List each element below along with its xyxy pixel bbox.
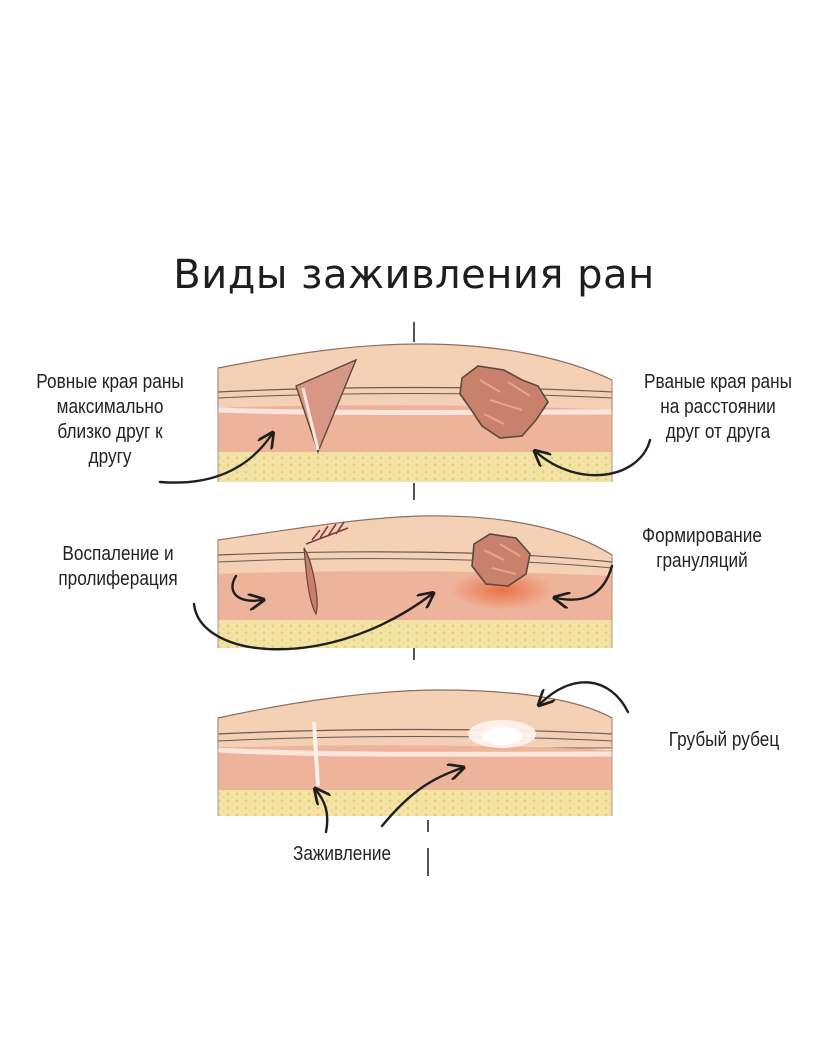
arrow-granulation bbox=[556, 564, 614, 600]
skin-panel-1 bbox=[217, 343, 613, 482]
epidermis-layer bbox=[217, 343, 613, 413]
center-dashed-line bbox=[413, 322, 429, 876]
arrow-healing-right bbox=[380, 768, 462, 828]
fat-layer bbox=[218, 452, 612, 482]
label-granulation: Формирование грануляций bbox=[642, 525, 762, 572]
fat-layer bbox=[218, 620, 612, 648]
arrow-even-edges bbox=[158, 434, 272, 484]
label-torn-edges: Рваные края раны на расстоянии друг от д… bbox=[644, 371, 792, 443]
arrow-inflammation-small bbox=[231, 574, 262, 601]
label-coarse-scar: Грубый рубец bbox=[668, 729, 780, 751]
label-inflammation: Воспаление и пролиферация bbox=[58, 543, 178, 590]
arrow-healing-left bbox=[316, 790, 327, 834]
epidermis-layer bbox=[217, 689, 613, 749]
label-healing: Заживление bbox=[292, 843, 392, 865]
page-title: Виды заживления ран bbox=[173, 252, 655, 298]
fine-scar bbox=[312, 721, 320, 787]
arrow-inflammation-long bbox=[192, 594, 432, 651]
label-even-edges: Ровные края раны максимально близко друг… bbox=[36, 371, 184, 468]
skin-panel-2 bbox=[217, 515, 613, 648]
lacerated-wound bbox=[459, 365, 549, 439]
incised-wound bbox=[295, 358, 358, 455]
fat-layer bbox=[218, 790, 612, 816]
arrow-coarse-scar bbox=[540, 681, 630, 714]
sutured-wound bbox=[303, 547, 318, 616]
annotation-arrows bbox=[158, 434, 652, 834]
arrow-torn-edges bbox=[536, 438, 652, 477]
skin-panel-3 bbox=[217, 689, 613, 816]
dermis-layer bbox=[218, 571, 612, 620]
granulation-glow bbox=[450, 570, 554, 610]
